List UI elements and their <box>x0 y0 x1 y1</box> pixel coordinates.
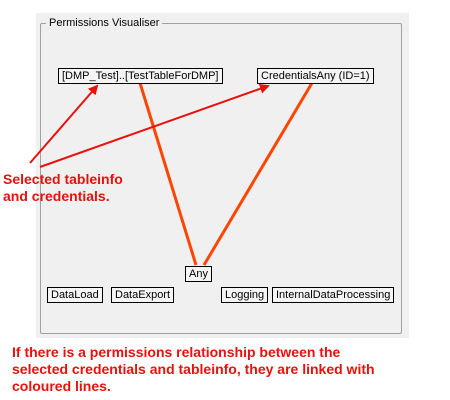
selected-annotation-line2: and credentials. <box>3 188 110 204</box>
dataload-node[interactable]: DataLoad <box>47 287 103 303</box>
permissions-groupbox <box>40 23 402 334</box>
selected-annotation-line1: Selected tableinfo <box>3 171 123 187</box>
dataexport-node[interactable]: DataExport <box>111 287 175 303</box>
credentials-node[interactable]: CredentialsAny (ID=1) <box>257 68 374 84</box>
any-node[interactable]: Any <box>185 266 212 282</box>
relationship-annotation-line3: coloured lines. <box>12 378 111 394</box>
tableinfo-node[interactable]: [DMP_Test]..[TestTableForDMP] <box>58 68 223 84</box>
logging-node[interactable]: Logging <box>221 287 269 303</box>
groupbox-title: Permissions Visualiser <box>46 16 163 30</box>
internal-data-processing-node[interactable]: InternalDataProcessing <box>272 287 395 303</box>
relationship-annotation-line1: If there is a permissions relationship b… <box>12 344 341 360</box>
relationship-annotation-line2: selected credentials and tableinfo, they… <box>12 361 375 377</box>
